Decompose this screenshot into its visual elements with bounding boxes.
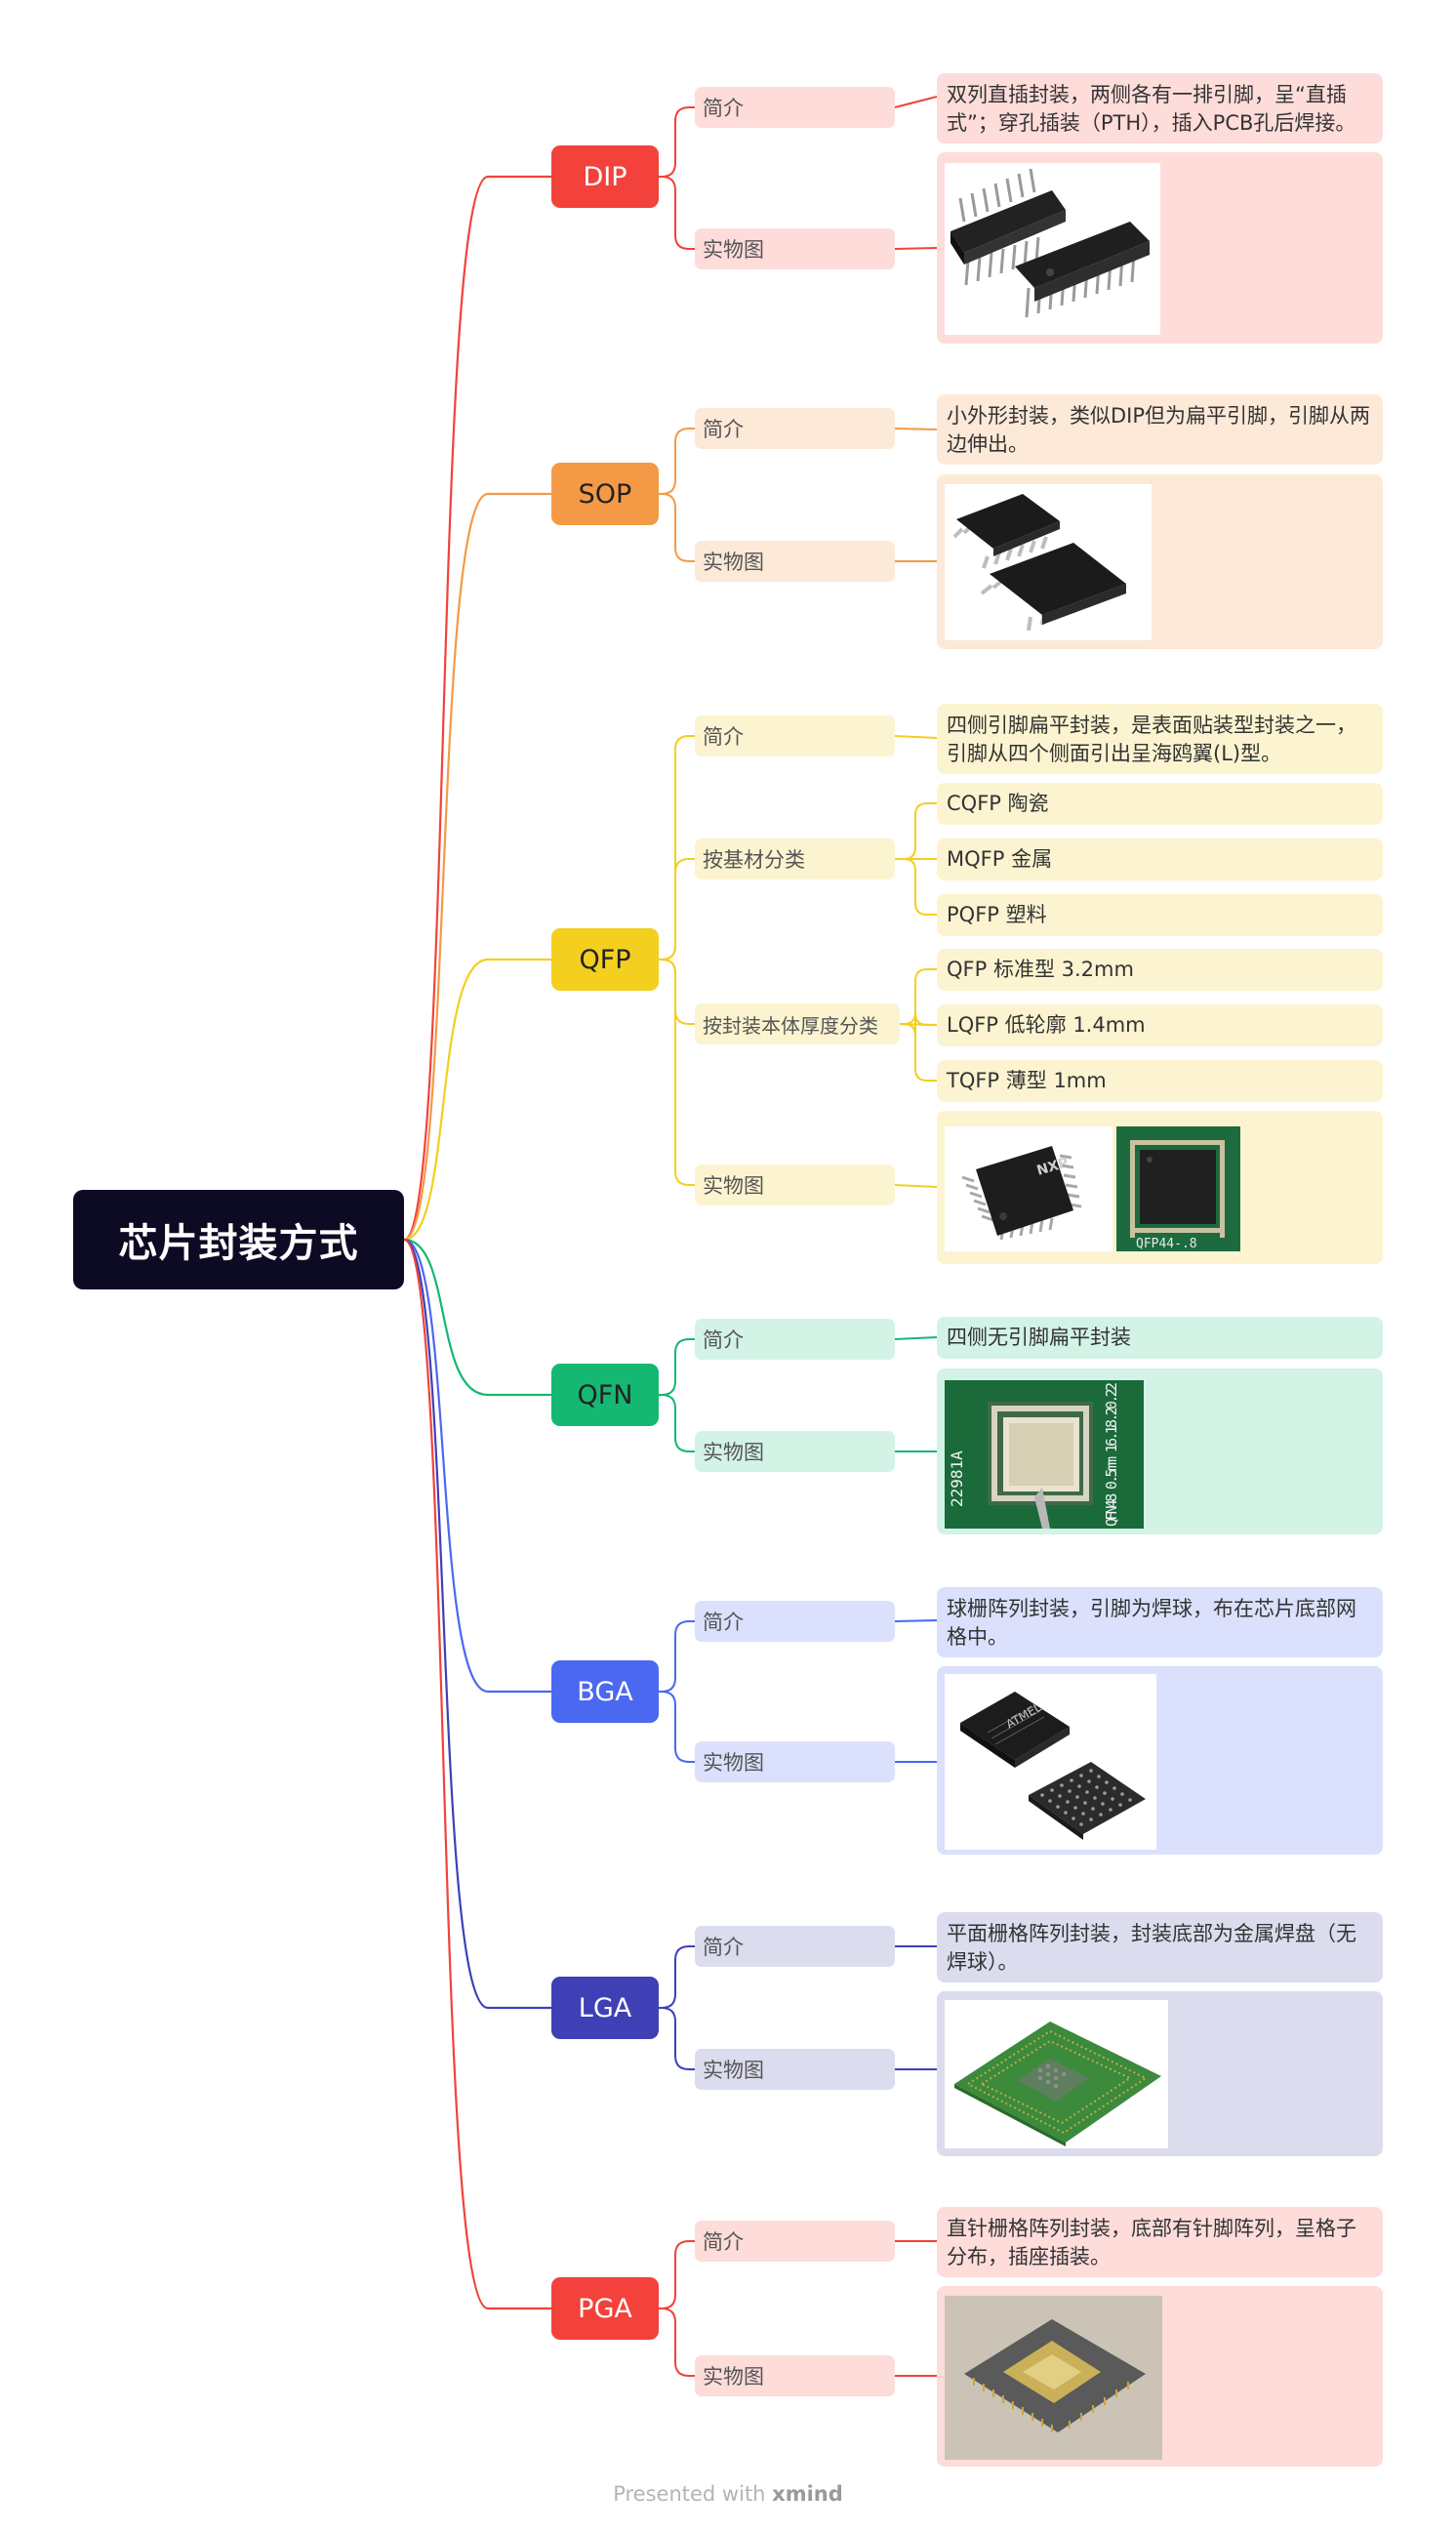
branch-sub-connector [659, 106, 695, 178]
branch-sub-connector [659, 2240, 695, 2309]
qfp-thickness-label[interactable]: 按封装本体厚度分类 [695, 1003, 900, 1044]
presented-with-footer: Presented with xmind [0, 2482, 1456, 2506]
footer-prefix: Presented with [613, 2482, 773, 2506]
qfn-pcb-label-right: QFN48 0.5mm 16.18.20.22 [1103, 1382, 1120, 1527]
branch-sub-connector [659, 1394, 695, 1452]
qfp-chip-image: NXP [945, 1126, 1112, 1251]
branch-sub-connector [659, 1945, 695, 2009]
root-branch-connector [403, 1238, 551, 2010]
sub-leaf-connector [894, 96, 938, 108]
qfp-material-item[interactable]: MQFP 金属 [937, 838, 1383, 880]
qfp-intro-label[interactable]: 简介 [695, 715, 895, 756]
lga-photo-card[interactable] [937, 1991, 1383, 2156]
qfp-thickness-item[interactable]: TQFP 薄型 1mm [937, 1060, 1383, 1102]
qfp-thickness-item[interactable]: QFP 标准型 3.2mm [937, 949, 1383, 991]
dip-intro-text[interactable]: 双列直插封装，两侧各有一排引脚，呈“直插式”；穿孔插装（PTH），插入PCB孔后… [937, 73, 1383, 143]
branch-sub-connector [659, 858, 695, 960]
qfp-category-connector [900, 1023, 937, 1082]
pga-photo-label[interactable]: 实物图 [695, 2355, 895, 2396]
qfp-material-item[interactable]: CQFP 陶瓷 [937, 783, 1383, 825]
dip-intro-label[interactable]: 简介 [695, 87, 895, 128]
pga-intro-label[interactable]: 简介 [695, 2221, 895, 2262]
branch-dip[interactable]: DIP [551, 145, 659, 208]
lga-chip-image [945, 2000, 1168, 2148]
sub-leaf-connector [894, 1619, 938, 1622]
branch-sub-connector [659, 2007, 695, 2070]
root-branch-connector [403, 175, 551, 1242]
branch-sub-connector [659, 428, 695, 495]
sop-photo-card[interactable] [937, 474, 1383, 649]
root-topic[interactable]: 芯片封装方式 [73, 1190, 404, 1289]
root-branch-connector [403, 1238, 551, 2310]
sop-photo-label[interactable]: 实物图 [695, 541, 895, 582]
root-branch-connector [403, 492, 551, 1242]
qfp-material-label[interactable]: 按基材分类 [695, 838, 895, 879]
qfn-chip-image: 22981A QFN48 0.5mm 16.18.20.22 [945, 1380, 1144, 1529]
qfp-thickness-item[interactable]: LQFP 低轮廓 1.4mm [937, 1004, 1383, 1046]
dip-photo-card[interactable] [937, 152, 1383, 344]
lga-photo-label[interactable]: 实物图 [695, 2049, 895, 2090]
qfp-material-item[interactable]: PQFP 塑料 [937, 894, 1383, 936]
pga-chip-image [945, 2296, 1162, 2460]
qfp-intro-text[interactable]: 四侧引脚扁平封装，是表面贴装型封装之一，引脚从四个侧面引出呈海鸥翼(L)型。 [937, 704, 1383, 774]
qfn-pcb-label-left: 22981A [948, 1450, 966, 1507]
bga-intro-text[interactable]: 球栅阵列封装，引脚为焊球，布在芯片底部网格中。 [937, 1587, 1383, 1657]
qfn-intro-label[interactable]: 简介 [695, 1319, 895, 1360]
bga-chip-image: ATMEL [945, 1674, 1156, 1850]
pga-intro-text[interactable]: 直针栅格阵列封装，底部有针脚阵列，呈格子分布，插座插装。 [937, 2207, 1383, 2277]
branch-sub-connector [659, 2308, 695, 2377]
branch-sub-connector [659, 959, 695, 1186]
qfn-intro-text[interactable]: 四侧无引脚扁平封装 [937, 1317, 1383, 1359]
sop-intro-text[interactable]: 小外形封装，类似DIP但为扁平引脚，引脚从两边伸出。 [937, 394, 1383, 465]
qfp-category-connector [900, 858, 937, 916]
branch-sop[interactable]: SOP [551, 463, 659, 525]
branch-pga[interactable]: PGA [551, 2277, 659, 2340]
sub-leaf-connector [894, 1336, 938, 1340]
root-branch-connector [403, 1238, 551, 1694]
qfn-photo-card[interactable]: 22981A QFN48 0.5mm 16.18.20.22 [937, 1369, 1383, 1534]
sub-leaf-connector [894, 735, 938, 739]
qfp-category-connector [900, 968, 937, 1025]
dip-chip-image [945, 163, 1160, 335]
branch-sub-connector [659, 1620, 695, 1693]
root-branch-connector [403, 958, 551, 1242]
sub-leaf-connector [894, 247, 938, 250]
sop-chip-image [945, 484, 1152, 640]
branch-sub-connector [659, 1338, 695, 1396]
sub-leaf-connector [894, 1184, 938, 1188]
lga-intro-label[interactable]: 简介 [695, 1926, 895, 1967]
qfp-category-connector [900, 802, 937, 860]
branch-bga[interactable]: BGA [551, 1660, 659, 1723]
branch-sub-connector [659, 959, 695, 1025]
branch-lga[interactable]: LGA [551, 1977, 659, 2039]
branch-sub-connector [659, 1691, 695, 1763]
root-branch-connector [403, 1238, 551, 1397]
branch-sub-connector [659, 735, 695, 960]
bga-photo-card[interactable]: ATMEL [937, 1666, 1383, 1855]
qfp-photo-label[interactable]: 实物图 [695, 1164, 895, 1205]
qfn-photo-label[interactable]: 实物图 [695, 1431, 895, 1472]
qfp-pcb-label: QFP44-.8 [1136, 1237, 1197, 1251]
dip-photo-label[interactable]: 实物图 [695, 228, 895, 269]
branch-sub-connector [659, 493, 695, 562]
qfp-photo-card[interactable]: NXP QFP44-.8 [937, 1111, 1383, 1264]
sop-intro-label[interactable]: 简介 [695, 408, 895, 449]
branch-sub-connector [659, 176, 695, 250]
lga-intro-text[interactable]: 平面栅格阵列封装，封装底部为金属焊盘（无焊球）。 [937, 1912, 1383, 1982]
xmind-brand: xmind [772, 2482, 843, 2506]
qfp-pcb-image: QFP44-.8 [1116, 1126, 1240, 1251]
bga-photo-label[interactable]: 实物图 [695, 1741, 895, 1782]
branch-qfp[interactable]: QFP [551, 928, 659, 991]
branch-qfn[interactable]: QFN [551, 1364, 659, 1426]
bga-intro-label[interactable]: 简介 [695, 1601, 895, 1642]
pga-photo-card[interactable] [937, 2286, 1383, 2467]
